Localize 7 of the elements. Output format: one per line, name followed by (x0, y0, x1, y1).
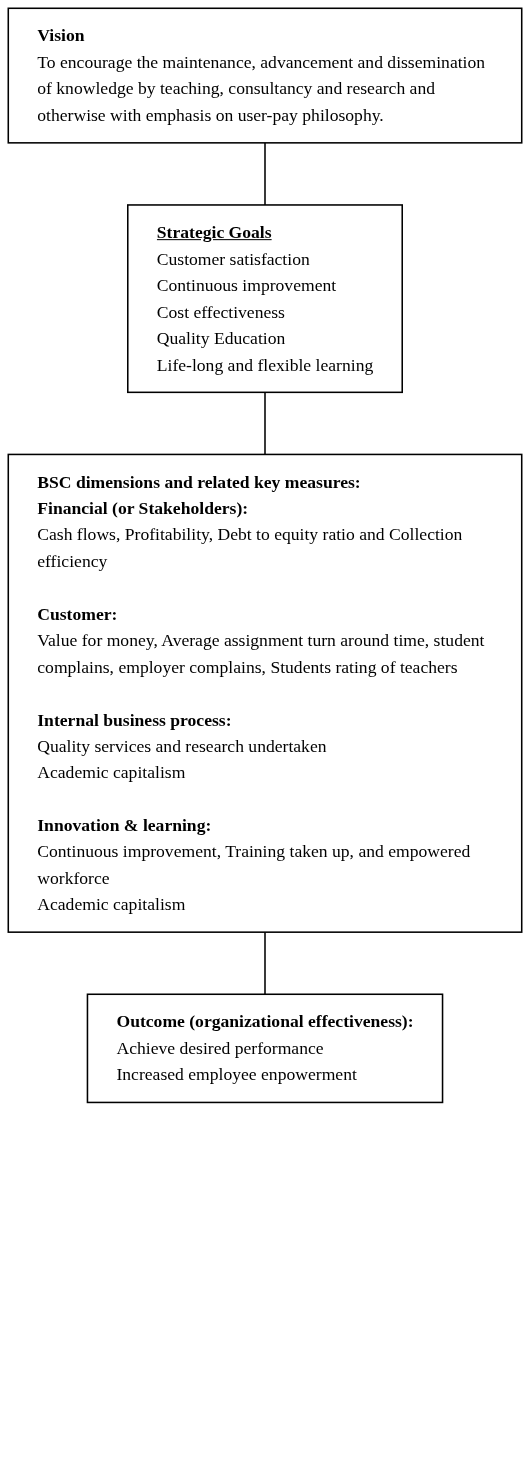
connector (264, 391, 266, 456)
node-box: Strategic Goals Customer satisfaction Continuous improvement Cost effectiveness Quality Education Life-long and flexible learning (127, 204, 403, 394)
node-box: BSC dimensions and related key measures: Financial (or Stakeholders): Cash flows, Profitability, Debt to equity ratio and Collection efficiency Customer: Value for money, Average assignment turn around time, student complains, employer complains, Students rating of teachers Internal business process: Quality services and research undertaken Academic capitalism Innovation & learning: Continuous improvement, Training taken up, and empowered workforce Academic capitalism (7, 453, 523, 933)
connector (264, 142, 266, 206)
node-box: Outcome (organizational effectiveness): Achieve desired performance Increased employee enpowerment (86, 993, 444, 1104)
node-box: Vision To encourage the maintenance, advancement and dissemination of knowledge by teaching, consultancy and research and otherwise with emphasis on user-pay philosophy. (7, 7, 523, 144)
connector (264, 931, 266, 996)
